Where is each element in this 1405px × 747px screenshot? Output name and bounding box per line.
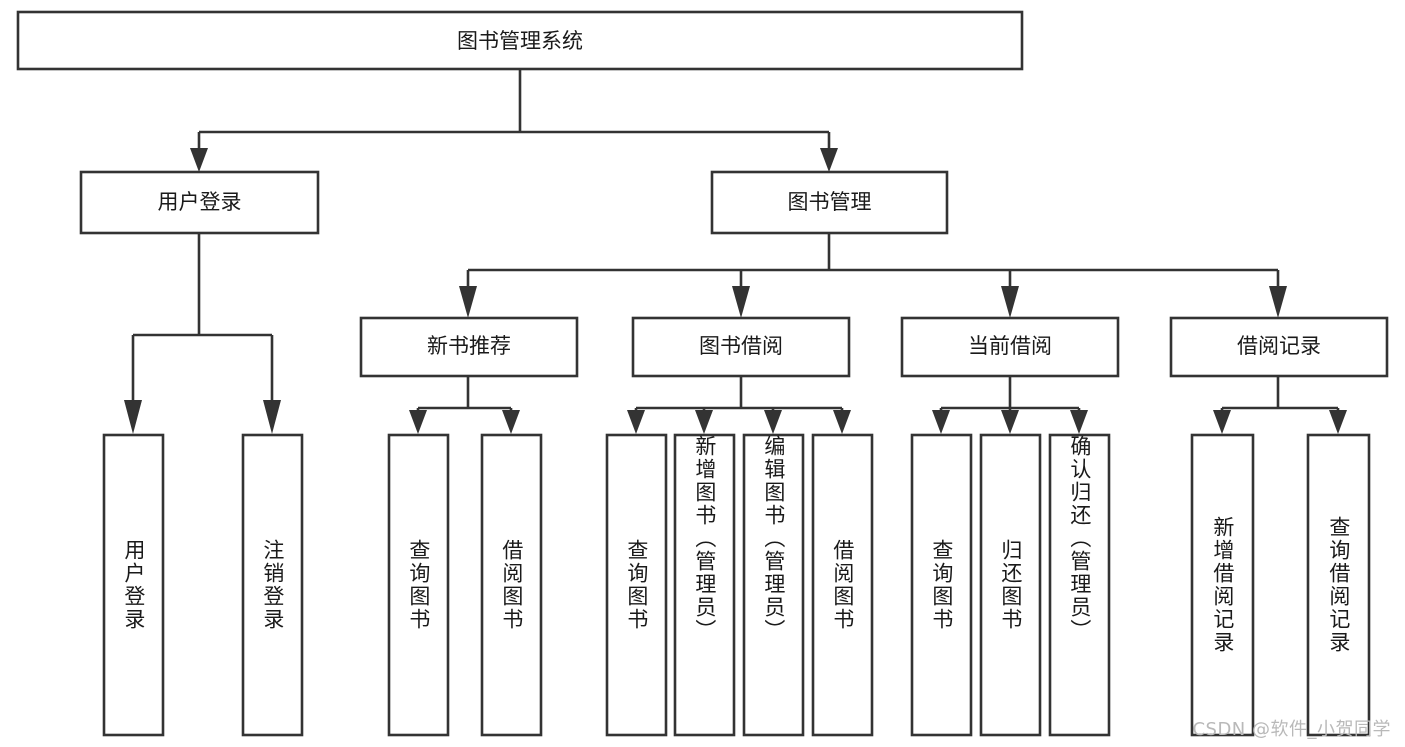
node-leaf-cur-return[interactable] [979,433,1042,737]
node-leaf-rec-add[interactable] [1190,433,1255,737]
arrow-ul-to-leaf-user-logout [263,400,281,434]
arrow-bb-to-leaf-borrow-query [627,410,645,434]
node-leaf-user-logout[interactable] [241,433,304,737]
node-book-borrow[interactable] [631,316,851,378]
node-leaf-borrow-lend[interactable] [811,433,874,737]
node-leaf-borrow-edit[interactable] [742,433,805,737]
node-leaf-borrow-add[interactable] [673,433,736,737]
arrow-cb-to-leaf-cur-confirm [1070,410,1088,434]
arrow-bm-to-borrow-record [1269,286,1287,318]
node-borrow-record[interactable] [1169,316,1389,378]
node-leaf-user-login[interactable] [102,433,165,737]
node-current-borrow[interactable] [900,316,1120,378]
arrow-ul-to-leaf-user-login [124,400,142,434]
node-layer: 图书管理系统 用户登录 图书管理 新书推荐 图书借阅 当前借阅 借阅记录 [16,10,1389,737]
node-book-manage[interactable] [710,170,949,235]
arrow-cb-to-leaf-cur-query [932,410,950,434]
node-current-borrow-label: 当前借阅 [968,334,1052,358]
node-leaf-cur-confirm[interactable] [1048,433,1111,737]
node-root-label: 图书管理系统 [457,29,583,53]
arrow-bm-to-current-borrow [1001,286,1019,318]
arrow-root-to-book-manage [820,148,838,172]
node-user-login-label: 用户登录 [158,190,242,214]
connector-layer [124,69,1347,434]
arrow-bb-to-leaf-borrow-add [695,410,713,434]
arrow-bb-to-leaf-borrow-lend [833,410,851,434]
node-new-book-rec[interactable] [359,316,579,378]
node-new-book-rec-label: 新书推荐 [427,334,511,358]
arrow-cb-to-leaf-cur-return [1001,410,1019,434]
node-book-borrow-label: 图书借阅 [699,334,783,358]
node-leaf-cur-query[interactable] [910,433,973,737]
arrow-br-to-leaf-rec-add [1213,410,1231,434]
arrow-bm-to-new-book-rec [459,286,477,318]
csdn-watermark: CSDN @软件_小贺同学 [1192,719,1391,740]
node-leaf-borrow-query[interactable] [605,433,668,737]
node-borrow-record-label: 借阅记录 [1237,334,1321,358]
node-leaf-rec-search[interactable] [1306,433,1371,737]
node-leaf-rec-borrow[interactable] [480,433,543,737]
arrow-br-to-leaf-rec-search [1329,410,1347,434]
node-book-manage-label: 图书管理 [788,190,872,214]
node-leaf-rec-query[interactable] [387,433,450,737]
arrow-nbr-to-leaf-rec-query [409,410,427,434]
arrow-bm-to-book-borrow [732,286,750,318]
node-root[interactable] [16,10,1024,71]
node-user-login[interactable] [79,170,320,235]
arrow-root-to-user-login [190,148,208,172]
arrow-nbr-to-leaf-rec-borrow [502,410,520,434]
arrow-bb-to-leaf-borrow-edit [764,410,782,434]
